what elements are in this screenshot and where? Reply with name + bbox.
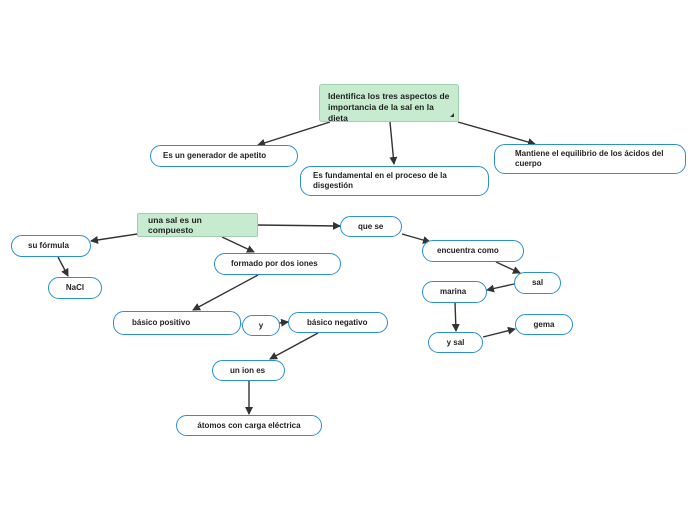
root-topic-label: Identifica los tres aspectos de importan… bbox=[328, 91, 450, 122]
node-nacl[interactable]: NaCl bbox=[48, 277, 102, 299]
node-y[interactable]: y bbox=[242, 315, 280, 336]
arrow-y-negativo bbox=[278, 318, 289, 327]
expand-corner-icon bbox=[450, 113, 454, 117]
node-apetito[interactable]: Es un generador de apetito bbox=[150, 145, 298, 167]
arrow-formula-nacl bbox=[57, 256, 69, 277]
arrow-root-digestion bbox=[389, 121, 398, 165]
node-quese[interactable]: que se bbox=[340, 216, 402, 237]
node-compuesto[interactable]: una sal es un compuesto bbox=[137, 213, 258, 237]
node-gema[interactable]: gema bbox=[515, 314, 573, 335]
node-sal[interactable]: sal bbox=[514, 272, 561, 294]
arrow-sal-marina bbox=[486, 283, 515, 293]
node-ysal[interactable]: y sal bbox=[428, 332, 483, 353]
node-atomos[interactable]: átomos con carga eléctrica bbox=[176, 415, 322, 436]
arrow-formado-positivo bbox=[192, 274, 259, 311]
arrow-negativo-ion bbox=[269, 332, 319, 360]
arrow-compuesto-formula bbox=[90, 233, 138, 244]
root-topic[interactable]: Identifica los tres aspectos de importan… bbox=[319, 84, 459, 122]
node-digestion[interactable]: Es fundamental en el proceso de la disge… bbox=[300, 166, 489, 196]
node-marina[interactable]: marina bbox=[422, 281, 487, 303]
arrow-ysal-gema bbox=[482, 326, 516, 338]
node-equilibrio[interactable]: Mantiene el equilibrio de los ácidos del… bbox=[494, 144, 686, 174]
node-formula[interactable]: su fórmula bbox=[11, 235, 91, 257]
arrow-compuesto-formado bbox=[221, 236, 255, 253]
arrow-marina-ysal bbox=[451, 301, 460, 332]
arrow-root-apetito bbox=[257, 121, 331, 147]
node-formado[interactable]: formado por dos iones bbox=[214, 253, 341, 275]
arrow-quese-encuentra bbox=[401, 233, 431, 244]
arrow-compuesto-quese bbox=[256, 221, 341, 230]
arrow-encuentra-sal bbox=[495, 261, 521, 274]
node-ion[interactable]: un ion es bbox=[212, 360, 285, 381]
node-negativo[interactable]: básico negativo bbox=[288, 312, 388, 333]
arrow-root-equilibrio bbox=[457, 121, 536, 146]
node-positivo[interactable]: básico positivo bbox=[113, 311, 241, 335]
node-encuentra[interactable]: encuentra como bbox=[422, 240, 524, 262]
